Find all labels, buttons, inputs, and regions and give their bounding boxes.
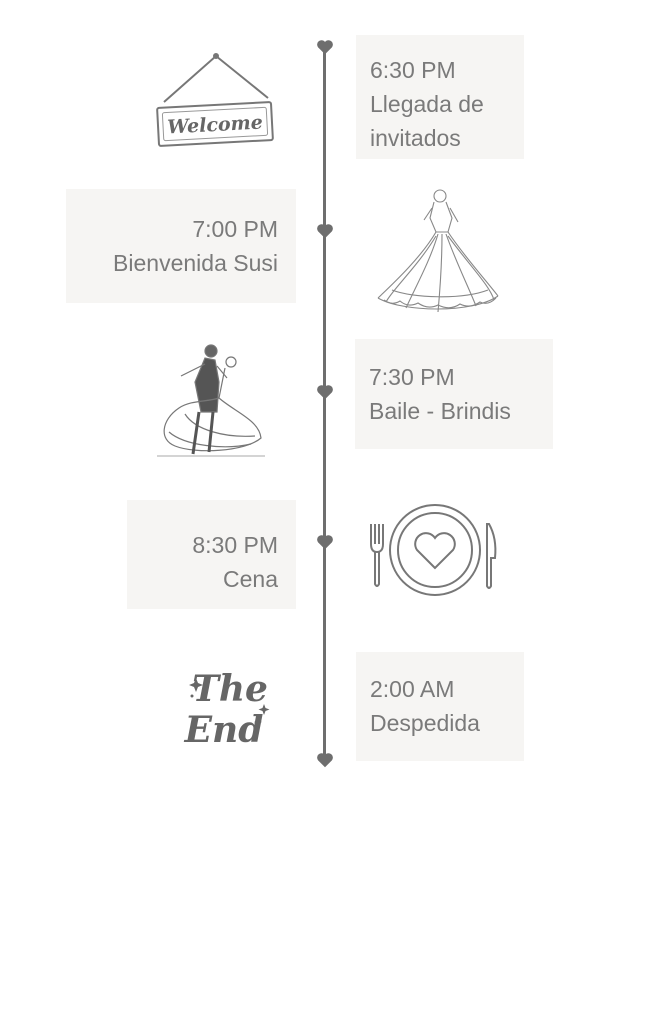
event-time: 2:00 AM [370, 676, 455, 702]
event-time: 8:30 PM [192, 532, 278, 558]
welcome-sign-illustration: Welcome [156, 53, 274, 147]
event-title-line: Despedida [370, 710, 480, 736]
welcome-sign-text: Welcome [167, 112, 264, 139]
event-title-line: Bienvenida Susi [113, 250, 278, 276]
event-time: 7:30 PM [369, 364, 455, 390]
event-time: 7:00 PM [192, 216, 278, 242]
event-card-arrival: 6:30 PM Llegada de invitados [356, 35, 524, 159]
the-end-text: The [192, 668, 268, 710]
heart-icon [317, 224, 333, 239]
event-card-welcome: 7:00 PM Bienvenida Susi [66, 189, 296, 303]
event-title-line: Cena [223, 566, 278, 592]
heart-icon [317, 753, 333, 768]
heart-icon [317, 40, 333, 55]
event-card-dance: 7:30 PM Baile - Brindis [355, 339, 553, 449]
event-title-line: Baile - Brindis [369, 398, 511, 424]
event-card-farewell: 2:00 AM Despedida [356, 652, 524, 761]
heart-icon [317, 535, 333, 550]
event-time: 6:30 PM [370, 57, 456, 83]
the-end-text: End [184, 709, 264, 751]
plate-cutlery-illustration [370, 504, 497, 596]
ballgown-illustration [377, 189, 499, 313]
the-end-illustration: The End [184, 668, 270, 751]
timeline-line [323, 46, 326, 762]
sparkle-icon [189, 678, 203, 692]
sparkle-icon [258, 704, 270, 715]
dancing-couple-illustration [157, 344, 265, 457]
event-card-dinner: 8:30 PM Cena [127, 500, 296, 609]
heart-icon [317, 385, 333, 400]
event-title-line: Llegada de [370, 91, 484, 117]
event-title-line: invitados [370, 125, 461, 151]
sparkle-icon [254, 718, 262, 726]
